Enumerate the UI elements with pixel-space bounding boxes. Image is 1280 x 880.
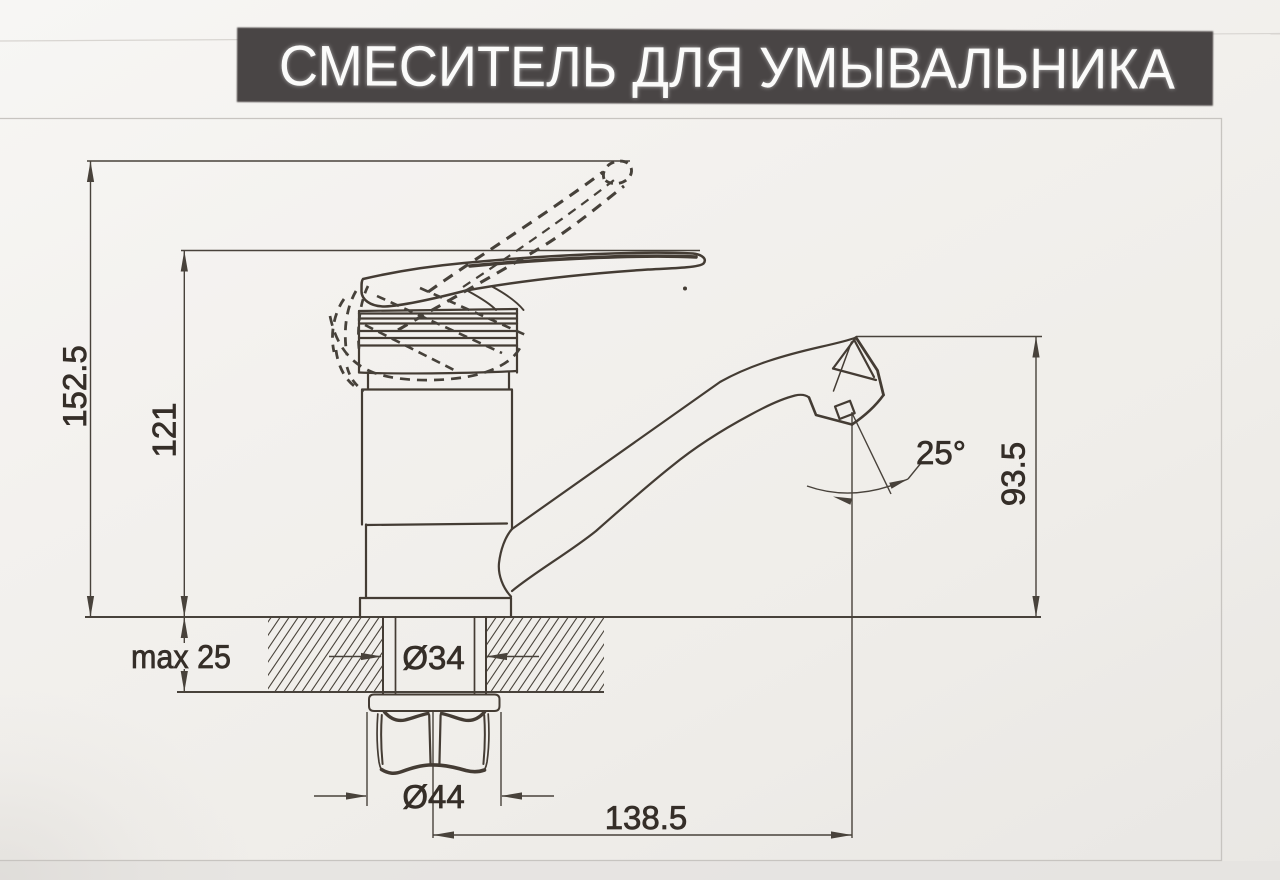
svg-text:СМЕСИТЕЛЬ ДЛЯ УМЫВАЛЬНИКА: СМЕСИТЕЛЬ ДЛЯ УМЫВАЛЬНИКА xyxy=(279,34,1175,101)
svg-text:Ø34: Ø34 xyxy=(402,639,464,676)
svg-text:121: 121 xyxy=(146,402,183,457)
svg-text:25°: 25° xyxy=(916,434,966,471)
svg-text:152.5: 152.5 xyxy=(56,345,93,428)
svg-text:Ø44: Ø44 xyxy=(402,778,464,815)
svg-text:138.5: 138.5 xyxy=(605,799,688,836)
svg-text:СМЕСИТЕЛЬ ДЛЯ УМЫВАЛЬНИКА: СМЕСИТЕЛЬ ДЛЯ УМЫВАЛЬНИКА xyxy=(279,34,1175,101)
svg-text:max 25: max 25 xyxy=(131,638,231,675)
svg-text:93.5: 93.5 xyxy=(995,442,1032,506)
